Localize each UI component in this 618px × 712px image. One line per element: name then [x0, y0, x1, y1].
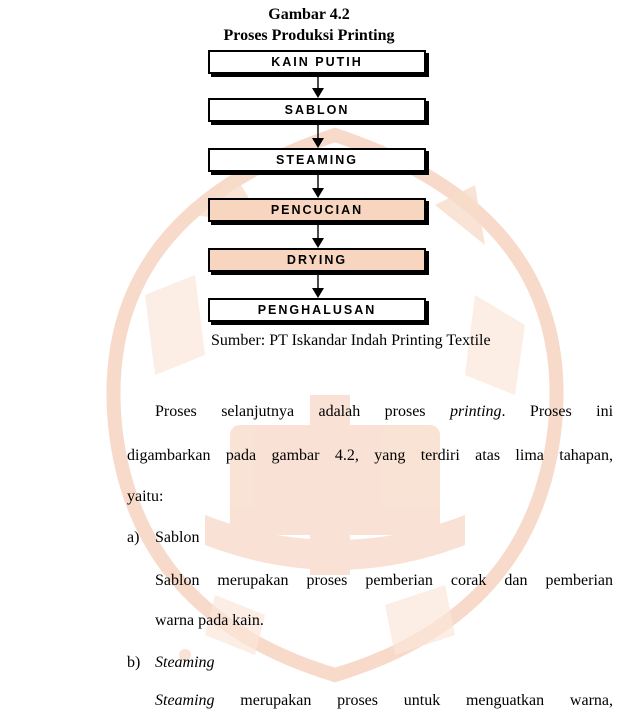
paragraph-line-1: Proses selanjutnya adalah proses printin…	[155, 403, 613, 421]
list-item-text: warna pada kain.	[155, 612, 264, 629]
paragraph-line-2: digambarkan pada gambar 4.2, yang terdir…	[127, 447, 613, 464]
list-item-title-steaming: Steaming	[155, 654, 215, 671]
list-item-text: Steaming merupakan proses untuk menguatk…	[155, 692, 613, 710]
list-marker-b: b)	[127, 654, 141, 671]
flow-step-drying: DRYING	[208, 248, 426, 272]
flow-arrow-down-icon	[312, 77, 324, 98]
flow-arrow-down-icon	[312, 225, 324, 248]
list-marker-a: a)	[127, 529, 140, 546]
flow-arrow-down-icon	[312, 275, 324, 298]
figure-number: Gambar 4.2	[268, 6, 350, 23]
figure-title: Proses Produksi Printing	[223, 27, 395, 44]
flow-arrow-down-icon	[312, 125, 324, 148]
flow-step-kain-putih: KAIN PUTIH	[208, 50, 426, 74]
paragraph-text: Proses selanjutnya adalah proses	[155, 403, 426, 420]
flow-arrow-down-icon	[312, 175, 324, 198]
list-item-title-sablon: Sablon	[155, 529, 200, 546]
paragraph-text: . Proses ini	[501, 403, 614, 420]
figure-source: Sumber: PT Iskandar Indah Printing Texti…	[211, 332, 491, 349]
paragraph-line-3: yaitu:	[127, 488, 164, 505]
flow-step-sablon: SABLON	[208, 98, 426, 122]
emphasis-steaming: Steaming	[155, 692, 215, 709]
flow-step-penghalusan: PENGHALUSAN	[208, 298, 426, 322]
emphasis-printing: printing	[449, 403, 502, 420]
paragraph-text: merupakan proses untuk menguatkan warna,	[214, 692, 613, 709]
list-item-text: Sablon merupakan proses pemberian corak …	[155, 572, 613, 589]
university-seal-watermark	[106, 127, 564, 683]
flow-step-steaming: STEAMING	[208, 148, 426, 172]
flow-step-pencucian: PENCUCIAN	[208, 198, 426, 222]
